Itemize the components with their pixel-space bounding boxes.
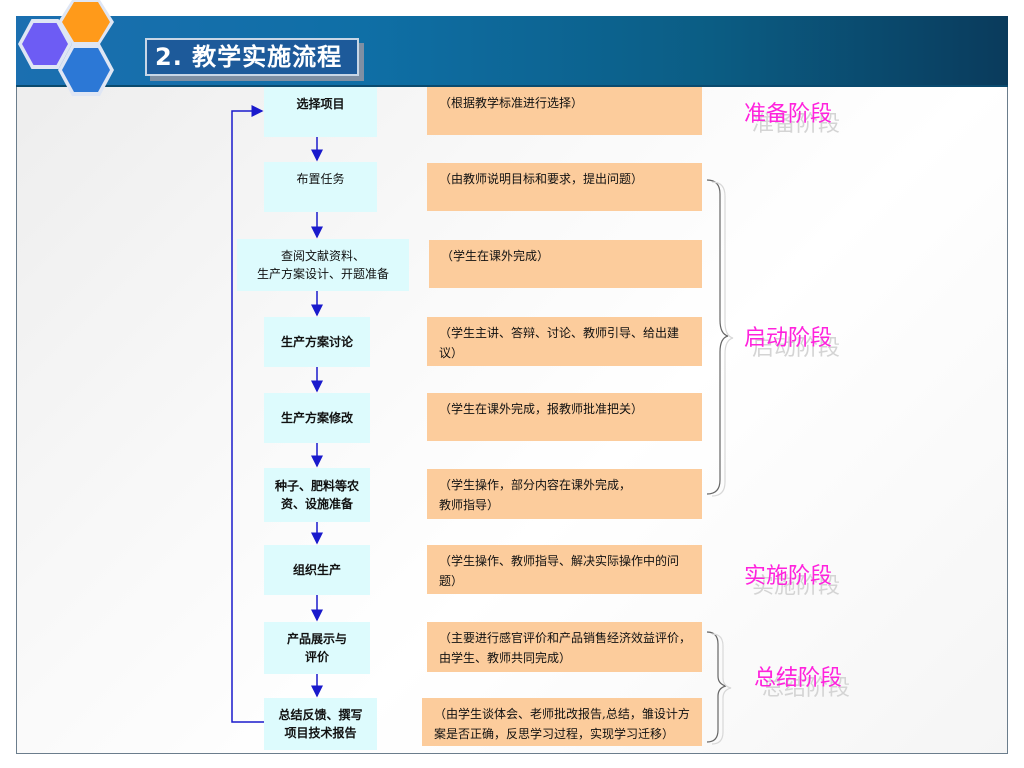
note-assign-task: （由教师说明目标和要求，提出问题） — [427, 163, 702, 211]
stage-implement-shadow: 实施阶段 — [752, 574, 841, 599]
page-title: 2. 教学实施流程 — [155, 43, 343, 71]
brace-launch-shadow — [711, 181, 734, 497]
stage-prepare: 准备阶段 — [744, 102, 833, 127]
stage-prepare-shadow: 准备阶段 — [752, 112, 841, 137]
step-materials-prep: 种子、肥料等农 资、设施准备 — [264, 468, 370, 522]
note-discussion: （学生主讲、答辩、讨论、教师引导、给出建议） — [427, 317, 702, 366]
feedback-loop-arrow — [231, 105, 264, 723]
note-after-class: （学生在课外完成） — [429, 240, 702, 288]
stage-summary: 总结阶段 — [754, 666, 843, 691]
stage-implement: 实施阶段 — [744, 564, 833, 589]
note-summary: （由学生谈体会、老师批改报告,总结，雏设计方案是否正确，反思学习过程，实现学习迁… — [422, 698, 702, 746]
note-evaluation: （主要进行感官评价和产品销售经济效益评价，由学生、教师共同完成） — [427, 622, 702, 672]
stage-launch: 启动阶段 — [744, 326, 833, 351]
stage-summary-shadow: 总结阶段 — [762, 676, 851, 701]
stage-launch-shadow: 启动阶段 — [752, 336, 841, 361]
hexagon-orange-inner-icon — [62, 2, 110, 42]
note-materials: （学生操作，部分内容在课外完成， 教师指导） — [427, 469, 702, 519]
step-select-project: 选择项目 — [264, 87, 377, 137]
step-product-evaluation: 产品展示与 评价 — [264, 622, 370, 674]
note-revision: （学生在课外完成，报教师批准把关） — [427, 393, 702, 441]
brace-summary-shadow — [711, 633, 732, 745]
step-organize-production: 组织生产 — [264, 545, 370, 595]
step-literature-design: 查阅文献资料、 生产方案设计、开题准备 — [237, 239, 409, 291]
page-title-box: 2. 教学实施流程 — [145, 38, 359, 76]
header-divider — [16, 85, 1008, 87]
step-plan-revision: 生产方案修改 — [264, 393, 370, 443]
note-select-project: （根据教学标准进行选择） — [427, 87, 702, 135]
step-summary-report: 总结反馈、撰写 项目技术报告 — [264, 698, 377, 750]
brace-launch — [706, 179, 729, 495]
step-plan-discussion: 生产方案讨论 — [264, 317, 370, 367]
step-assign-task: 布置任务 — [264, 162, 377, 212]
note-production: （学生操作、教师指导、解决实际操作中的问题） — [427, 545, 702, 594]
